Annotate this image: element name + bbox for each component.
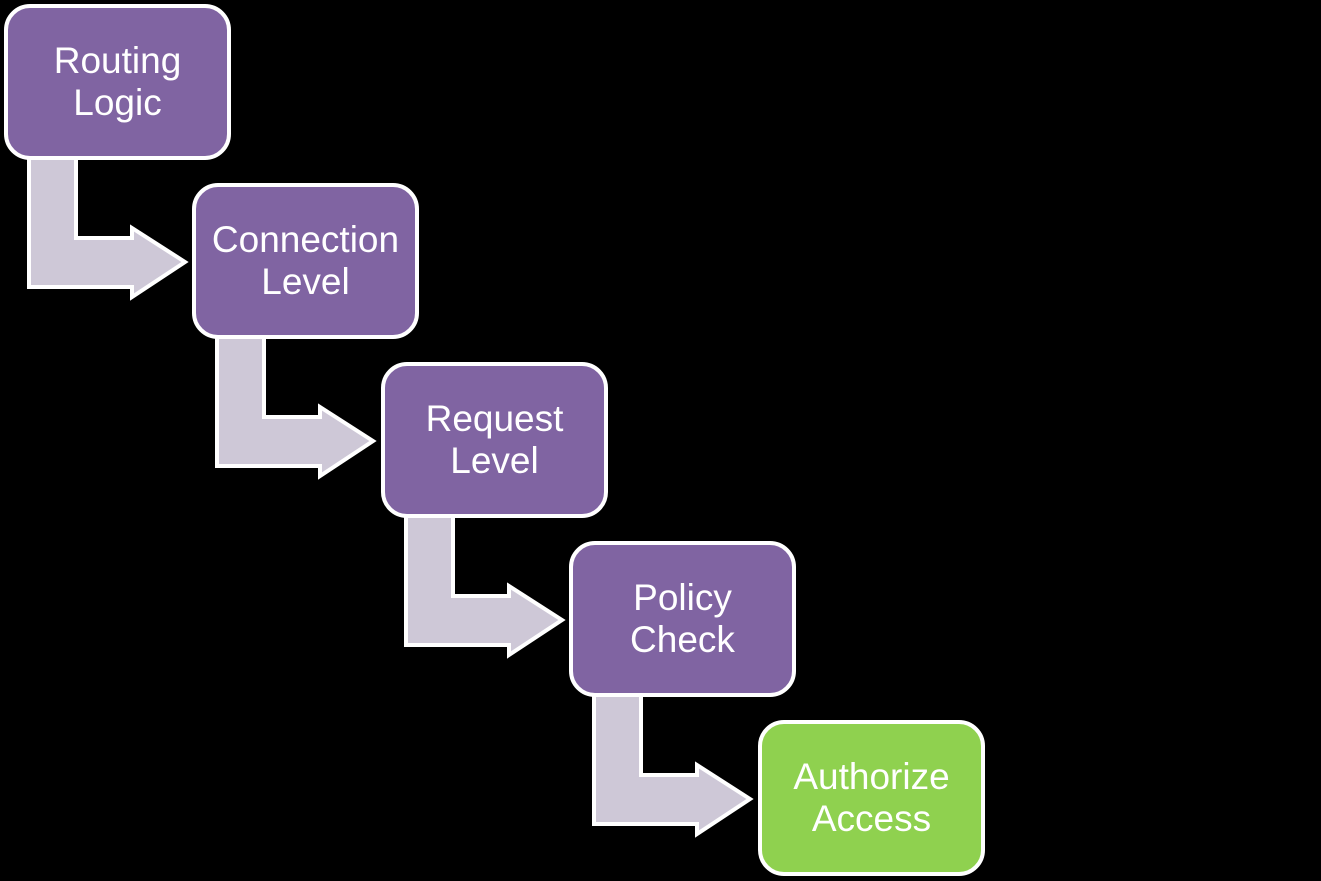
bent-arrow-request-to-policy (404, 510, 566, 659)
node-routing-logic: Routing Logic (4, 4, 231, 160)
node-label-line1: Authorize (793, 756, 950, 797)
bent-arrow-shape (27, 152, 189, 301)
node-label-line1: Connection (211, 219, 400, 260)
bent-arrow-routing-to-connection (27, 152, 189, 301)
bent-arrow-connection-to-request (215, 331, 377, 480)
bent-arrow-policy-to-authorize (592, 689, 754, 838)
node-label-line2: Access (811, 798, 932, 839)
node-label-line2: Check (630, 619, 735, 660)
node-label-line1: Request (425, 398, 564, 439)
node-policy-check: Policy Check (569, 541, 796, 697)
node-label-line2: Level (450, 440, 539, 481)
node-label-line2: Level (261, 261, 350, 302)
bent-arrow-shape (404, 510, 566, 659)
bent-arrow-shape (215, 331, 377, 480)
node-label-line1: Routing (53, 40, 182, 81)
node-label-line1: Policy (633, 577, 732, 618)
node-label-line2: Logic (73, 82, 162, 123)
bent-arrow-shape (592, 689, 754, 838)
node-request-level: Request Level (381, 362, 608, 518)
node-authorize-access: Authorize Access (758, 720, 985, 876)
node-connection-level: Connection Level (192, 183, 419, 339)
